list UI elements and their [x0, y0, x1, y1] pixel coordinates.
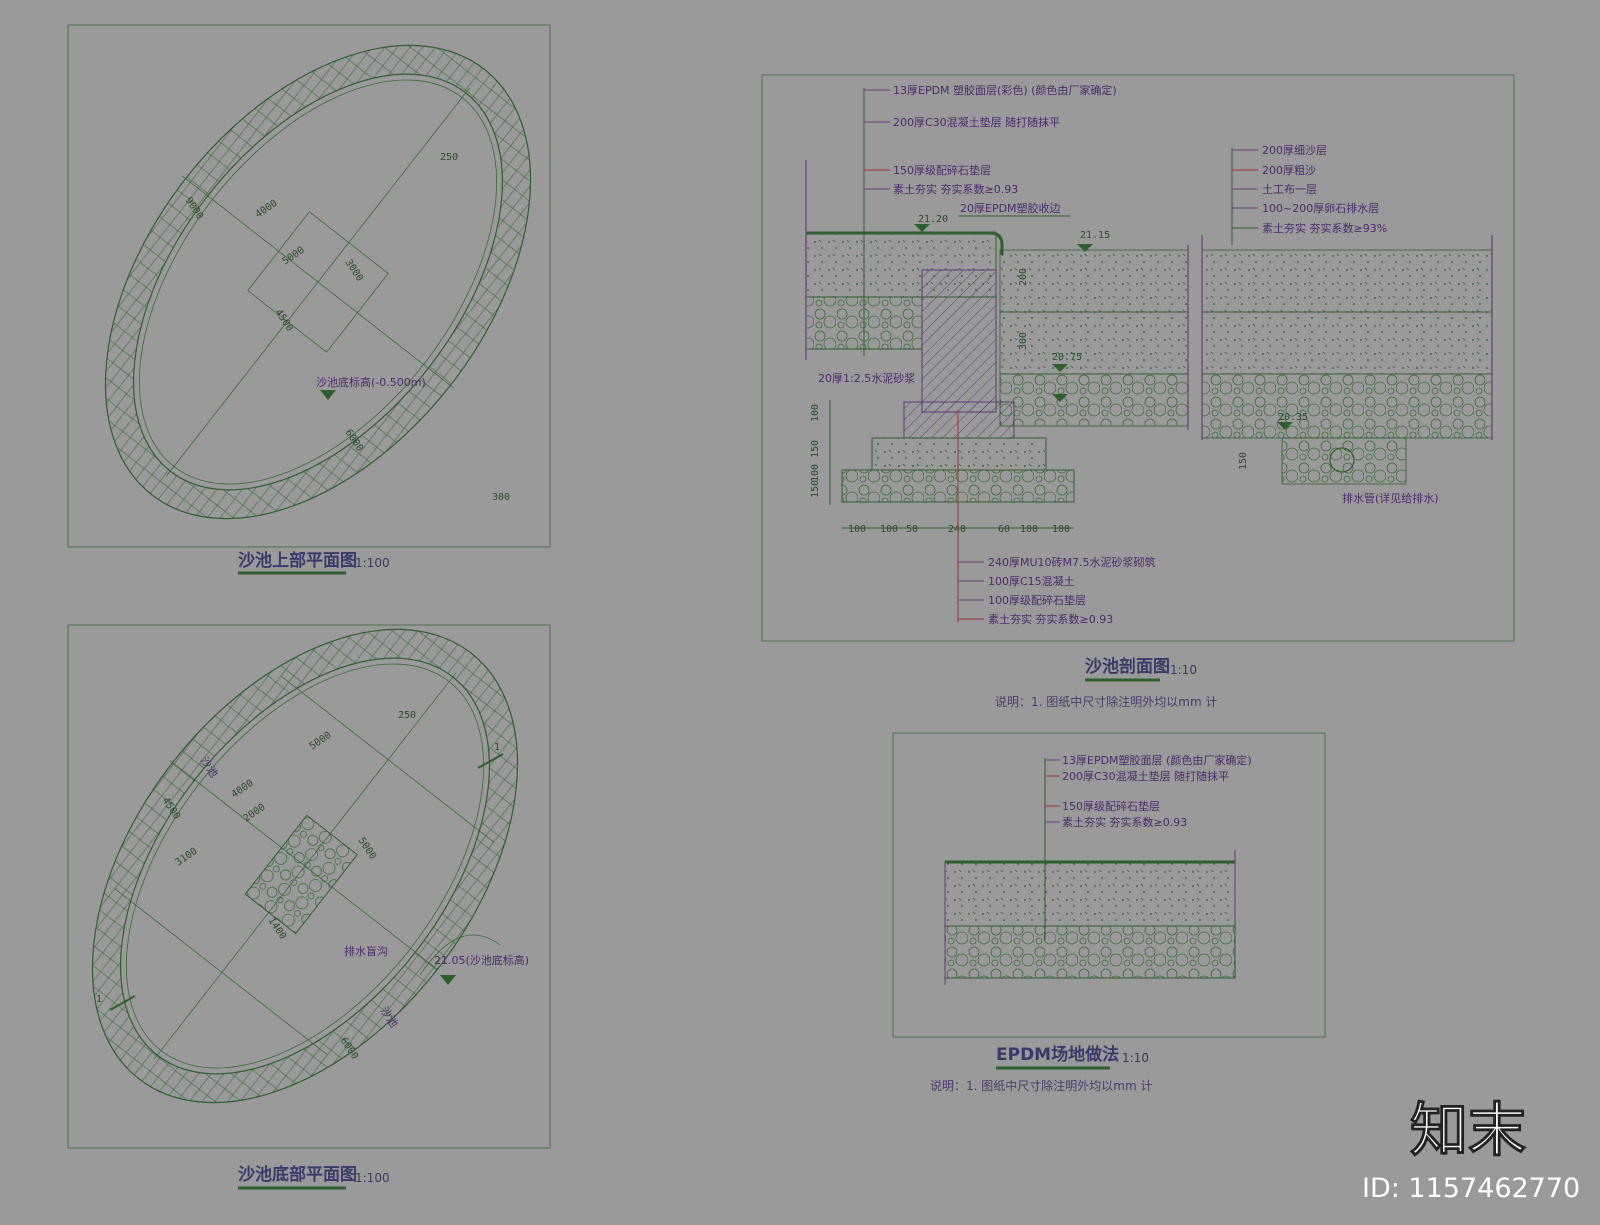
- left-layer-2: 150厚级配碎石垫层: [893, 163, 991, 177]
- bottom-layer-0: 240厚MU10砖M7.5水泥砂浆砌筑: [988, 555, 1156, 569]
- bottom-plan-title: 沙池底部平面图: [238, 1164, 357, 1185]
- bottom-label-drain: 排水盲沟: [344, 944, 388, 958]
- bottom-plan-scale: 1:100: [355, 1171, 390, 1185]
- top-plan: 9000 4000 5000 3000 4500 6000 250 300 沙池…: [67, 24, 551, 575]
- watermark-brand: 知末: [1410, 1096, 1526, 1164]
- drain-pipe: [1329, 447, 1355, 473]
- bottom-layer-2: 100厚级配碎石垫层: [988, 593, 1086, 607]
- epdm-layer-3: 素土夯实 夯实系数≥0.93: [1062, 815, 1187, 829]
- mid-dim-0: 200: [1018, 268, 1029, 286]
- bottom-label-level: 21.05(沙池底标高): [434, 953, 529, 967]
- watermark-id: ID: 1157462770: [1362, 1173, 1580, 1204]
- right-layer-4: 素土夯实 夯实系数≥93%: [1262, 221, 1387, 235]
- bottom-plan-frame: [67, 624, 551, 1149]
- mortar-label: 20厚1:2.5水泥砂浆: [818, 371, 915, 385]
- top-plan-frame: [67, 24, 551, 548]
- right-layer-3: 100~200厚卵石排水层: [1262, 201, 1379, 215]
- epdm-note: 说明：1. 图纸中尺寸除注明外均以mm 计: [930, 1078, 1152, 1093]
- epdm-layer-0: 13厚EPDM塑胶面层 (颜色由厂家确定): [1062, 753, 1252, 767]
- bottom-dim-d: 240: [948, 524, 966, 535]
- bottom-layer-3: 素土夯实 夯实系数≥0.93: [988, 612, 1113, 626]
- right-layer-2: 土工布一层: [1262, 183, 1317, 196]
- left-dim-1: 150: [810, 440, 821, 458]
- bottom-dim-g: 100: [1052, 524, 1070, 535]
- bottom-dim-c: 50: [906, 524, 918, 535]
- left-dim-2: 100: [810, 464, 821, 482]
- epdm-edge-callout: 20厚EPDM塑胶收边: [960, 201, 1061, 215]
- section-mark-right: 1: [494, 742, 500, 753]
- drain-gravel-bed: [244, 814, 358, 935]
- section-detail: 13厚EPDM 塑胶面层(彩色) (颜色由厂家确定) 200厚C30混凝土垫层 …: [761, 74, 1515, 709]
- top-dim-6: 250: [440, 152, 458, 163]
- top-plan-scale: 1:100: [355, 556, 390, 570]
- section-title: 沙池剖面图: [1085, 656, 1170, 677]
- mid-dim-1: 300: [1018, 332, 1029, 350]
- section-note: 说明：1. 图纸中尺寸除注明外均以mm 计: [995, 694, 1217, 709]
- epdm-layer-1: 200厚C30混凝土垫层 随打随抹平: [1062, 769, 1229, 783]
- left-layer-1: 200厚C30混凝土垫层 随打随抹平: [893, 115, 1060, 129]
- epdm-scale: 1:10: [1122, 1051, 1149, 1065]
- watermark: 知末 ID: 1157462770: [1362, 1096, 1580, 1205]
- right-layer-1: 200厚粗沙: [1262, 164, 1316, 177]
- left-layer-0: 13厚EPDM 塑胶面层(彩色) (颜色由厂家确定): [893, 83, 1117, 97]
- level-1: 21.15: [1080, 230, 1110, 241]
- bottom-plan: 1 1 4500 4000 5000 2000 3100 1400 6000 5…: [67, 624, 551, 1190]
- mid-dim-2: 150: [1238, 452, 1249, 470]
- epdm-detail: 13厚EPDM塑胶面层 (颜色由厂家确定) 200厚C30混凝土垫层 随打随抹平…: [892, 732, 1326, 1093]
- level-0: 21.20: [918, 214, 948, 225]
- epdm-title: EPDM场地做法: [996, 1044, 1119, 1065]
- brick-wall: [921, 269, 997, 413]
- epdm-layer-2: 150厚级配碎石垫层: [1062, 799, 1160, 813]
- section-mark-left: 1: [96, 994, 102, 1005]
- left-dim-0: 100: [810, 404, 821, 422]
- level-3: 20.35: [1278, 412, 1308, 423]
- bottom-dim-8: 250: [398, 710, 416, 721]
- epdm-frame: [892, 732, 1326, 1038]
- left-dim-3: 150: [810, 480, 821, 498]
- right-layer-0: 200厚细沙层: [1262, 144, 1327, 157]
- top-dim-7: 300: [492, 492, 510, 503]
- level-2: 20.75: [1052, 352, 1082, 363]
- bottom-layer-1: 100厚C15混凝土: [988, 574, 1075, 588]
- left-layer-3: 素土夯实 夯实系数≥0.93: [893, 182, 1018, 196]
- bottom-dim-e: 60: [998, 524, 1010, 535]
- drain-pipe-label: 排水管(详见给排水): [1342, 491, 1439, 505]
- bottom-dim-f: 100: [1020, 524, 1038, 535]
- bottom-dim-a: 100: [848, 524, 866, 535]
- section-scale: 1:10: [1170, 663, 1197, 677]
- top-plan-note: 沙池底标高(-0.500m): [316, 375, 426, 389]
- top-plan-title: 沙池上部平面图: [238, 550, 357, 571]
- section-frame: [761, 74, 1515, 642]
- bottom-dim-b: 100: [880, 524, 898, 535]
